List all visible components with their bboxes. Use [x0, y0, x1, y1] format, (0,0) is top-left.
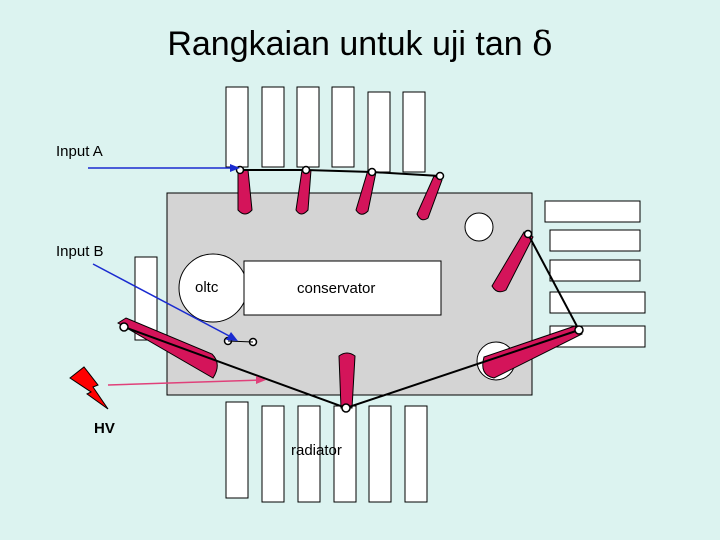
- conservator-label: conservator: [297, 280, 376, 297]
- right-fin: [549, 291, 646, 314]
- delta-symbol: δ: [532, 24, 553, 64]
- input-a-line: [88, 164, 240, 172]
- bushing-right-lower: [482, 325, 583, 379]
- bottom-fin: [368, 405, 392, 503]
- slide-title: Rangkaian untuk uji tan δ: [0, 24, 720, 64]
- top-fin: [261, 86, 285, 168]
- input-b-label: Input B: [56, 243, 104, 260]
- top-fin: [331, 86, 355, 168]
- bushing-top-4: [416, 175, 443, 221]
- bottom-fin: [297, 405, 321, 503]
- bottom-radiator: [225, 401, 428, 503]
- top-fin: [402, 91, 426, 173]
- hv-label: HV: [94, 420, 115, 437]
- input-a-label: Input A: [56, 143, 103, 160]
- right-fin: [549, 229, 641, 252]
- bushing-right-upper: [491, 231, 534, 293]
- bushing-top-1: [237, 169, 253, 215]
- top-fin: [367, 91, 391, 173]
- bottom-fin: [225, 401, 249, 499]
- test-circuit-wire: [123, 169, 581, 410]
- lightning-bolt-icon: [69, 366, 109, 410]
- top-bushings: [237, 169, 443, 221]
- top-fin: [296, 86, 320, 168]
- top-radiator: [225, 86, 426, 173]
- bushing-bottom: [338, 352, 356, 409]
- bottom-fin: [404, 405, 428, 503]
- oltc-label: oltc: [195, 279, 219, 296]
- right-fin: [549, 259, 641, 282]
- right-fin: [544, 200, 641, 223]
- bushing-top-2: [295, 169, 312, 215]
- hv-line: [107, 376, 266, 386]
- title-text: Rangkaian untuk uji tan: [167, 25, 523, 63]
- right-radiator: [544, 200, 646, 348]
- top-fin: [225, 86, 249, 168]
- bottom-fin: [261, 405, 285, 503]
- bushing-top-3: [355, 169, 377, 215]
- input-b-line: [92, 263, 238, 341]
- radiator-label: radiator: [291, 442, 342, 459]
- conservator-box: [243, 260, 442, 316]
- small-port: [464, 212, 494, 242]
